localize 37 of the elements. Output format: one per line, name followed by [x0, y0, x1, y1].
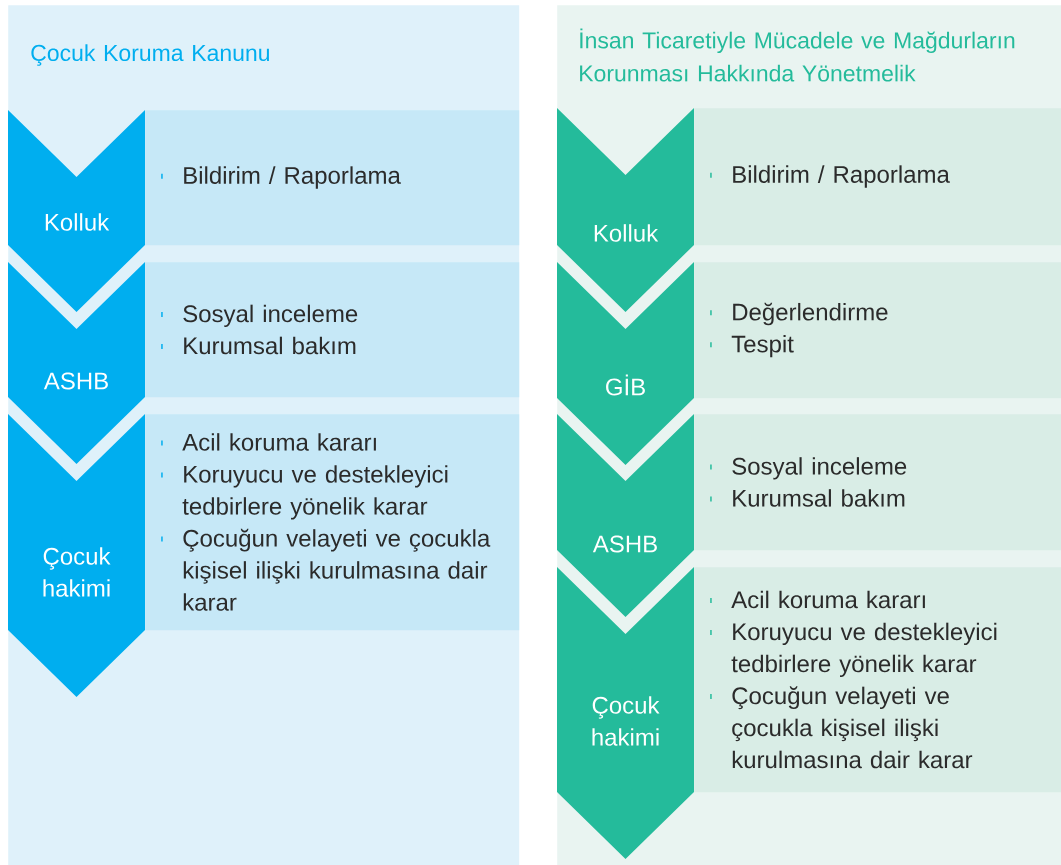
node-label: Çocuk hakimi: [592, 696, 660, 746]
node-label: Çocuk hakimi: [43, 547, 111, 597]
content-box: [694, 414, 1061, 551]
content-box: [145, 414, 520, 631]
content-box: [694, 262, 1061, 399]
bullet-item: Bildirim / Raporlama: [710, 165, 950, 188]
step-banner: GİB: [557, 262, 694, 465]
panel-title: İnsan Ticaretiyle Mücadele ve Mağdurların Korunması Hakkında Yönetmelik: [580, 28, 1015, 82]
step-banner: ASHB: [8, 262, 145, 464]
node-label: ASHB: [43, 372, 108, 390]
step-banner: Çocuk hakimi: [557, 567, 694, 859]
bullet-item: Sosyal inceleme: [161, 304, 358, 328]
node-label: ASHB: [592, 535, 657, 553]
bullet-item: Acil koruma kararı: [710, 590, 925, 609]
bullet-item: Bildirim / Raporlama: [161, 166, 401, 189]
bullet-item: Çocuğun velayeti ve çocukla kişisel ilişki kurulmasına dair karar: [710, 686, 973, 769]
node-label: Kolluk: [594, 224, 659, 242]
bullet-item: Acil koruma kararı: [161, 433, 376, 451]
bullet-item: Kurumsal bakım: [710, 489, 905, 507]
bullet-item: Çocuğun velayeti ve çocukla kişisel ilişki kurulmasına dair karar: [161, 528, 491, 611]
bullet-item: Koruyucu ve destekleyici tedbirlere yönelik karar: [161, 465, 448, 520]
content-box: [145, 110, 520, 246]
step-banner: ASHB: [557, 414, 694, 617]
panel-title: Çocuk Koruma Kanunu: [31, 44, 269, 66]
bullet-item: Koruyucu ve destekleyici tedbirlere yönelik karar: [710, 622, 997, 678]
content-box: [145, 262, 520, 398]
node-label: GİB: [606, 374, 645, 396]
step-banner: Kolluk: [557, 108, 694, 312]
node-label: Kolluk: [45, 213, 110, 231]
bullet-item: Sosyal inceleme: [710, 457, 907, 480]
content-box: [694, 108, 1061, 246]
step-banner: Çocuk hakimi: [8, 414, 145, 697]
step-banner: Kolluk: [8, 110, 145, 312]
bullet-item: Tespit: [710, 334, 794, 358]
bullet-item: Kurumsal bakım: [161, 336, 356, 355]
bullet-item: Değerlendirme: [710, 302, 888, 326]
content-box: [694, 567, 1061, 793]
